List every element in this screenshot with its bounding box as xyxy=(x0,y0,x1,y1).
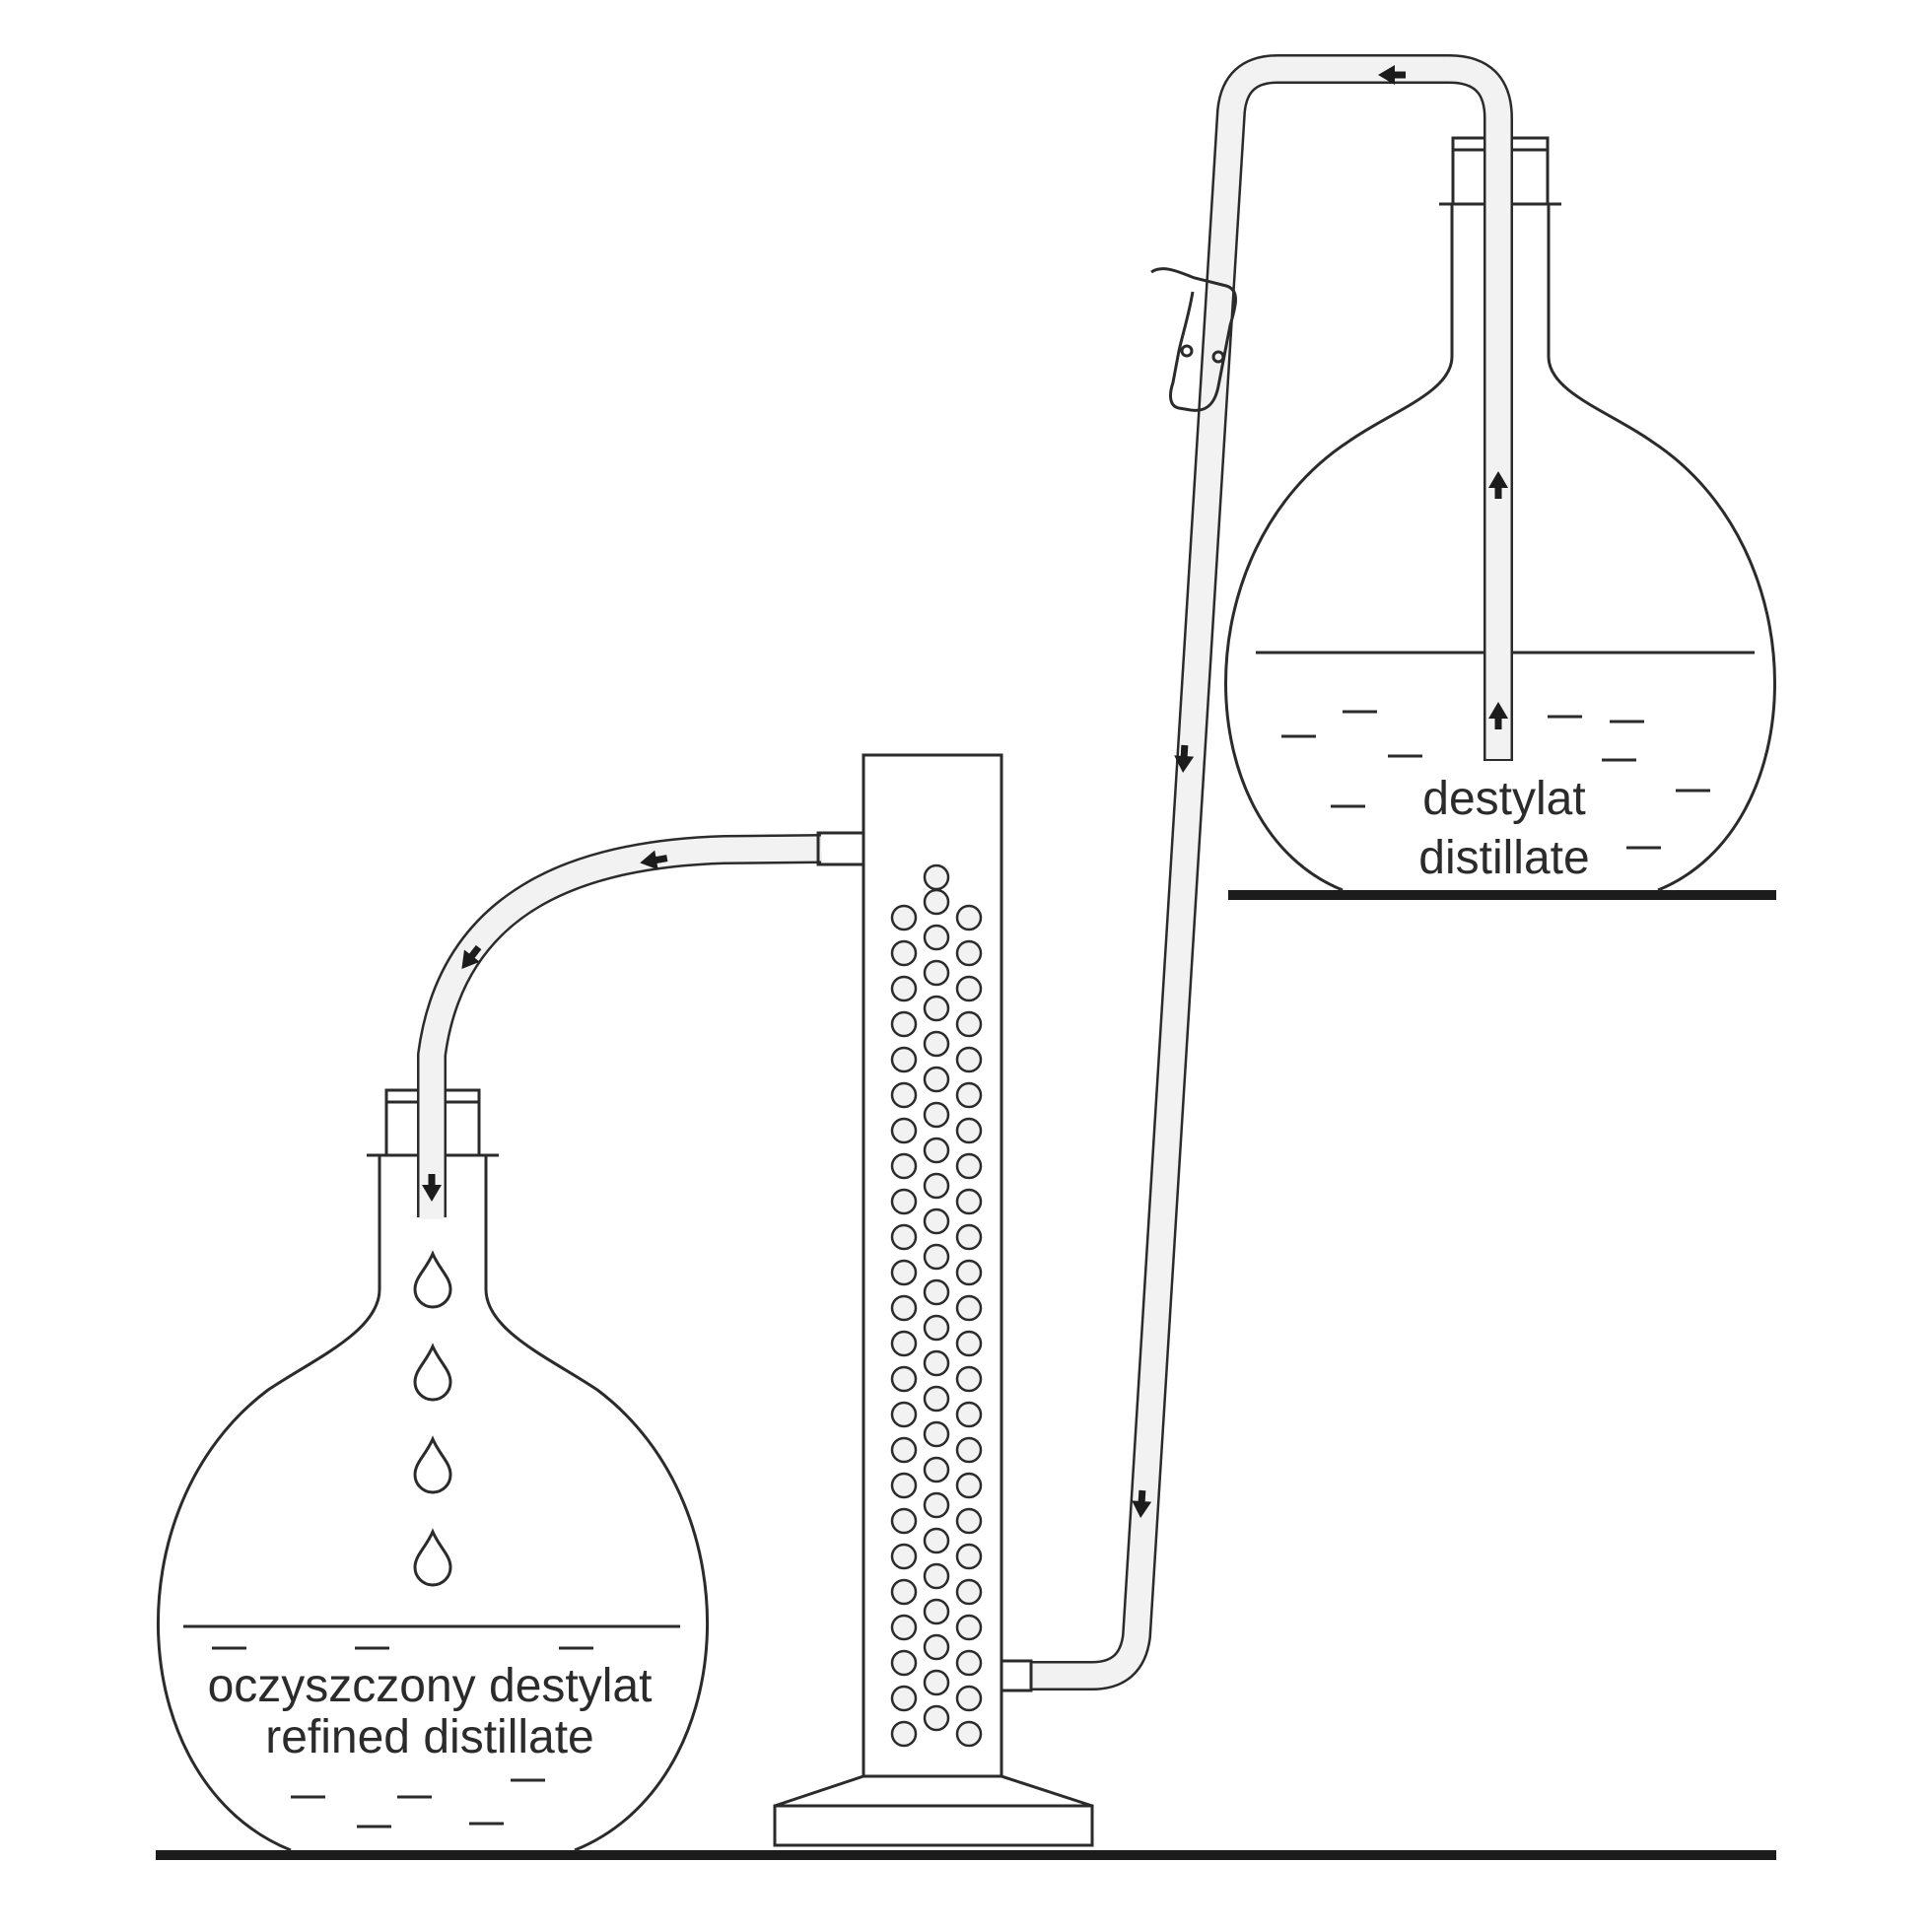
bead-icon xyxy=(923,959,950,987)
bead-icon xyxy=(890,1081,918,1109)
bead-icon xyxy=(923,1491,950,1519)
bead-icon xyxy=(890,975,918,1002)
bead-icon xyxy=(890,1330,918,1357)
drop-icon xyxy=(413,1343,452,1402)
bead-icon xyxy=(923,1562,950,1590)
drop-icon xyxy=(413,1435,452,1494)
column-outlet-port xyxy=(816,831,865,866)
bead-icon xyxy=(955,904,983,932)
bead-icon xyxy=(955,1507,983,1535)
source-label-pl: destylat xyxy=(1422,773,1585,825)
bead-icon xyxy=(923,995,950,1022)
bead-icon xyxy=(890,1507,918,1535)
source-liquid-dashes xyxy=(1281,710,1710,850)
bead-icon xyxy=(923,1456,950,1484)
falling-drops xyxy=(413,1250,452,1587)
bead-icon xyxy=(890,1046,918,1073)
bead-icon xyxy=(923,1633,950,1661)
bead-icon xyxy=(955,1117,983,1144)
column-body xyxy=(862,753,1003,1778)
bead-icon xyxy=(955,1685,983,1712)
bead-icon xyxy=(890,1365,918,1393)
bead-icon xyxy=(923,1101,950,1129)
bottom-shelf xyxy=(156,1850,1776,1860)
bead-icon xyxy=(955,1294,983,1322)
bead-icon xyxy=(955,1614,983,1641)
bead-icon xyxy=(955,1472,983,1499)
bead-icon xyxy=(955,1401,983,1428)
bead-icon xyxy=(955,1259,983,1286)
bead-icon xyxy=(923,1527,950,1554)
bead-icon xyxy=(955,1188,983,1215)
bead-icon xyxy=(955,939,983,967)
receiver-liquid-dashes xyxy=(212,1646,593,1828)
bead-icon xyxy=(890,1578,918,1606)
source-label-en: distillate xyxy=(1418,832,1589,884)
bead-icon xyxy=(890,1117,918,1144)
bead-icon xyxy=(955,1330,983,1357)
column-inlet-port xyxy=(1000,1659,1033,1692)
column-foot xyxy=(774,1774,1093,1808)
bead-icon xyxy=(923,1349,950,1377)
bead-icon xyxy=(890,1543,918,1570)
bead-icon xyxy=(955,975,983,1002)
bead-icon xyxy=(923,924,950,951)
delivery-tube xyxy=(417,834,822,1217)
bead-icon xyxy=(923,863,950,891)
bead-icon xyxy=(955,1010,983,1038)
bead-icon xyxy=(923,888,950,916)
bead-icon xyxy=(890,1649,918,1677)
bead-icon xyxy=(923,1137,950,1164)
bead-icon xyxy=(923,1704,950,1732)
bead-icon xyxy=(955,1578,983,1606)
receiver-label-en: refined distillate xyxy=(265,1711,594,1763)
bead-icon xyxy=(890,1188,918,1215)
clamp-icon xyxy=(1150,267,1237,412)
bead-icon xyxy=(955,1223,983,1251)
bead-icon xyxy=(890,1259,918,1286)
drop-icon xyxy=(413,1528,452,1587)
bead-icon xyxy=(890,939,918,967)
bead-icon xyxy=(955,1720,983,1748)
bead-icon xyxy=(955,1365,983,1393)
bead-icon xyxy=(955,1543,983,1570)
bead-icon xyxy=(955,1152,983,1180)
bead-icon xyxy=(890,1010,918,1038)
bead-icon xyxy=(923,1172,950,1200)
bead-icon xyxy=(923,1598,950,1625)
bead-icon xyxy=(890,1436,918,1464)
source-flask xyxy=(1224,136,1776,892)
bead-icon xyxy=(923,1030,950,1058)
bead-icon xyxy=(923,1208,950,1235)
bead-icon xyxy=(890,904,918,932)
bead-icon xyxy=(955,1081,983,1109)
bead-icon xyxy=(923,1669,950,1696)
bead-icon xyxy=(923,1243,950,1271)
bead-icon xyxy=(890,1223,918,1251)
top-shelf xyxy=(1228,890,1776,900)
bead-icon xyxy=(890,1401,918,1428)
column-base xyxy=(773,1804,1094,1847)
bead-icon xyxy=(923,1420,950,1448)
bead-icon xyxy=(890,1152,918,1180)
purification-column xyxy=(773,753,1094,1847)
column-packing xyxy=(890,863,983,1748)
bead-icon xyxy=(955,1649,983,1677)
receiver-label-pl: oczyszczony destylat xyxy=(208,1660,653,1712)
bead-icon xyxy=(955,1046,983,1073)
receiver-flask xyxy=(156,1088,710,1852)
bead-icon xyxy=(923,1385,950,1413)
drop-icon xyxy=(413,1250,452,1309)
bead-icon xyxy=(890,1614,918,1641)
bead-icon xyxy=(890,1720,918,1748)
bead-icon xyxy=(890,1472,918,1499)
bead-icon xyxy=(890,1294,918,1322)
bead-icon xyxy=(923,1278,950,1306)
bead-icon xyxy=(923,1314,950,1342)
bead-icon xyxy=(955,1436,983,1464)
bead-icon xyxy=(890,1685,918,1712)
bead-icon xyxy=(923,1066,950,1093)
